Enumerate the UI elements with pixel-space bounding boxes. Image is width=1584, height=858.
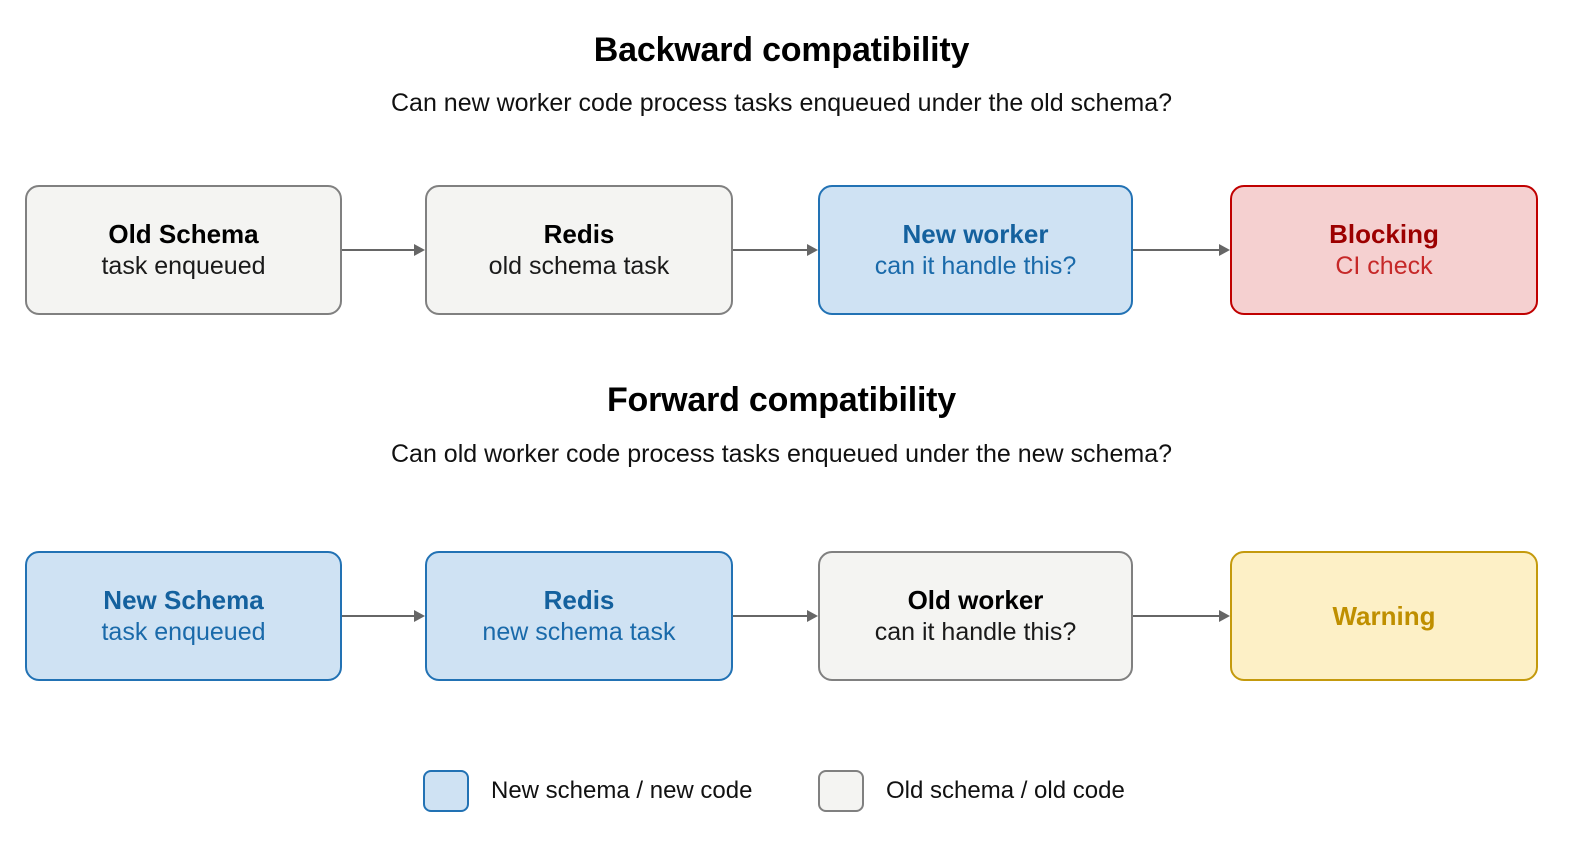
node-detail: new schema task <box>482 618 676 646</box>
node-detail: old schema task <box>488 252 670 280</box>
arrow-head <box>1219 244 1230 256</box>
arrow-redis-to-new-worker <box>733 242 818 258</box>
node-title: Old Schema <box>108 219 259 249</box>
legend-item-new: New schema / new code <box>423 768 752 814</box>
arrow-new-worker-to-blocking <box>1133 242 1230 258</box>
node-detail: CI check <box>1335 252 1433 280</box>
legend-label-old: Old schema / old code <box>886 777 1125 804</box>
node-title: New Schema <box>103 585 264 615</box>
arrow-shaft <box>1133 615 1219 617</box>
node-blocking-ci-check[interactable]: Blocking CI check <box>1230 185 1538 315</box>
arrow-head <box>414 610 425 622</box>
node-new-worker[interactable]: New worker can it handle this? <box>818 185 1133 315</box>
node-title: Redis <box>543 219 615 249</box>
node-detail: can it handle this? <box>874 618 1077 646</box>
section-subtitle-backward: Can new worker code process tasks enqueu… <box>390 89 1173 117</box>
node-detail: task enqueued <box>101 618 266 646</box>
legend-item-old: Old schema / old code <box>818 768 1125 814</box>
flow-row-forward: New Schema task enqueued Redis new schem… <box>0 551 1584 683</box>
arrow-new-schema-to-redis <box>342 608 425 624</box>
arrow-shaft <box>733 615 807 617</box>
arrow-head <box>1219 610 1230 622</box>
node-redis-old[interactable]: Redis old schema task <box>425 185 733 315</box>
legend-swatch-old-icon <box>818 770 864 812</box>
node-title: Old worker <box>907 585 1044 615</box>
section-title-forward: Forward compatibility <box>606 381 957 419</box>
node-detail: task enqueued <box>101 252 266 280</box>
section-title-backward: Backward compatibility <box>593 31 970 69</box>
arrow-shaft <box>733 249 807 251</box>
arrow-head <box>414 244 425 256</box>
node-title: Blocking <box>1329 219 1439 249</box>
legend-label-new: New schema / new code <box>491 777 753 804</box>
arrow-old-schema-to-redis <box>342 242 425 258</box>
node-old-worker[interactable]: Old worker can it handle this? <box>818 551 1133 681</box>
node-old-schema[interactable]: Old Schema task enqueued <box>25 185 342 315</box>
flow-row-backward: Old Schema task enqueued Redis old schem… <box>0 185 1584 317</box>
node-redis-new[interactable]: Redis new schema task <box>425 551 733 681</box>
arrow-old-worker-to-warning <box>1133 608 1230 624</box>
node-new-schema[interactable]: New Schema task enqueued <box>25 551 342 681</box>
arrow-head <box>807 610 818 622</box>
section-subtitle-forward: Can old worker code process tasks enqueu… <box>390 440 1173 468</box>
arrow-shaft <box>342 249 414 251</box>
arrow-shaft <box>1133 249 1219 251</box>
arrow-redis-to-old-worker <box>733 608 818 624</box>
node-title: Warning <box>1332 601 1436 631</box>
node-title: New worker <box>902 219 1049 249</box>
legend-swatch-new-icon <box>423 770 469 812</box>
node-detail: can it handle this? <box>874 252 1077 280</box>
legend: New schema / new code Old schema / old c… <box>0 768 1584 818</box>
arrow-head <box>807 244 818 256</box>
node-warning[interactable]: Warning <box>1230 551 1538 681</box>
node-title: Redis <box>543 585 615 615</box>
arrow-shaft <box>342 615 414 617</box>
